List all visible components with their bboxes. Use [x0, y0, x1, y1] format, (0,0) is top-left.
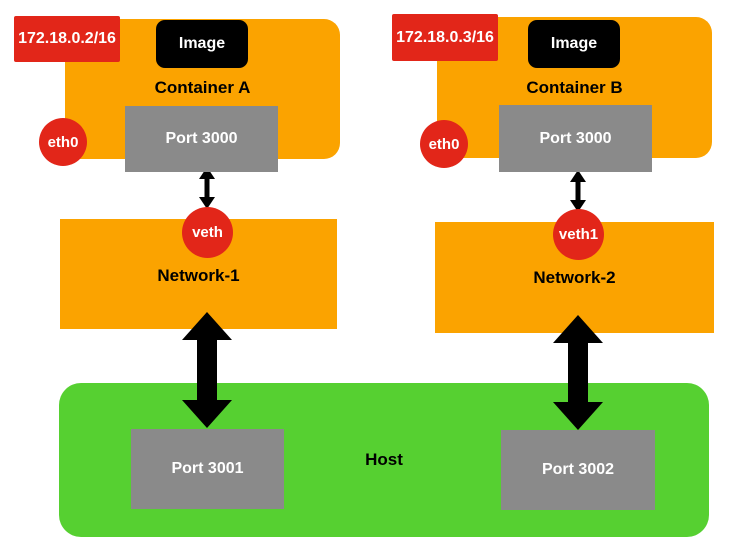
port-3001-box: Port 3001	[131, 429, 284, 509]
ip-badge-container-a: 172.18.0.2/16	[14, 16, 120, 62]
thin-double-arrow-port3000b-veth1	[570, 170, 586, 212]
port-3000-box-a: Port 3000	[125, 106, 278, 172]
veth-badge: veth	[182, 207, 233, 258]
port-3000-box-b: Port 3000	[499, 105, 652, 172]
eth0-badge-a: eth0	[39, 118, 87, 166]
network-1-label: Network-1	[157, 266, 240, 285]
port-3002-box: Port 3002	[501, 430, 655, 510]
ip-badge-container-b: 172.18.0.3/16	[392, 14, 498, 61]
image-box-a: Image	[156, 20, 248, 68]
veth1-badge: veth1	[553, 209, 604, 260]
eth0-badge-b: eth0	[420, 120, 468, 168]
container-b-label: Container B	[526, 78, 623, 97]
host-label: Host	[365, 450, 403, 469]
network-2-label: Network-2	[533, 268, 616, 287]
image-box-b: Image	[528, 20, 620, 68]
container-a-label: Container A	[154, 78, 251, 97]
thin-double-arrow-port3000a-veth	[199, 167, 215, 209]
